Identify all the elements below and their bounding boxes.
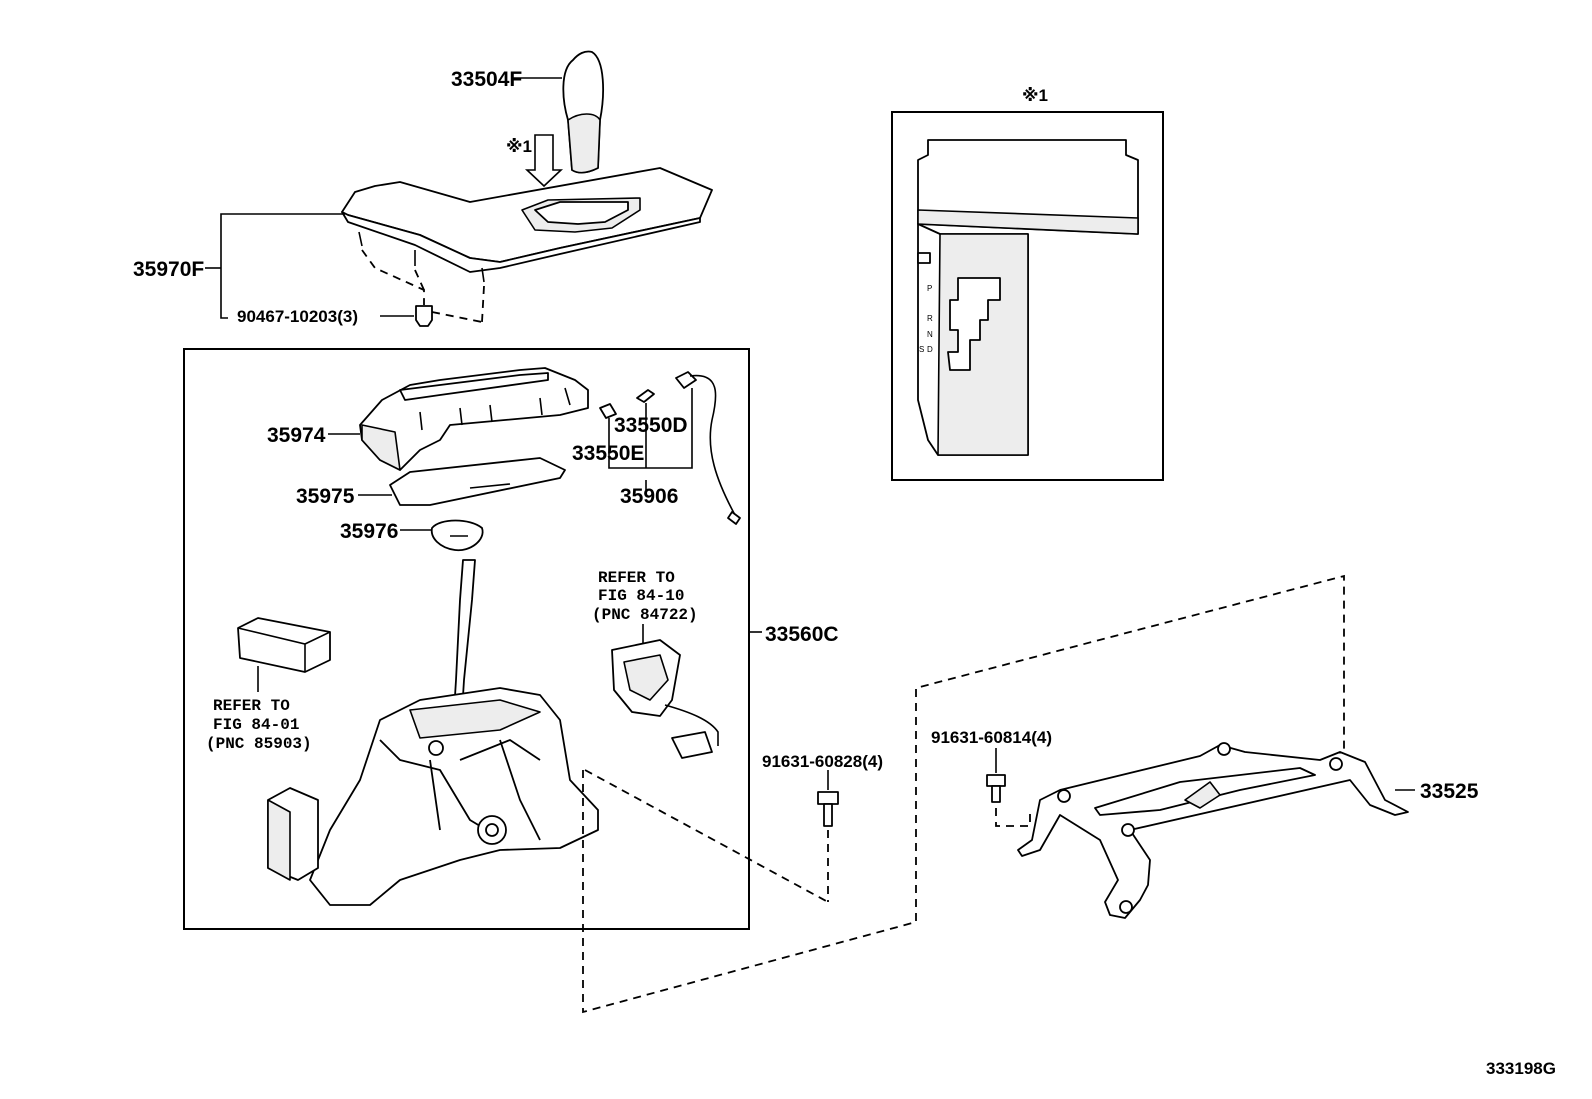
label-35970F: 35970F bbox=[133, 258, 204, 281]
ref-left-line3: (PNC 85903) bbox=[206, 735, 312, 753]
indicator-plate bbox=[389, 457, 566, 506]
detail-title: ※1 bbox=[1022, 86, 1048, 105]
gate-letter-r: R bbox=[927, 314, 933, 323]
view-note-mark: ※1 bbox=[506, 137, 532, 156]
detail-frame bbox=[891, 111, 1164, 481]
console-cover bbox=[341, 167, 713, 283]
label-35906: 35906 bbox=[620, 485, 678, 508]
gate-letter-p: P bbox=[927, 284, 932, 293]
label-33560C: 33560C bbox=[765, 623, 839, 646]
shift-knob bbox=[562, 50, 604, 174]
assembly-frame bbox=[183, 348, 750, 930]
clip-part bbox=[415, 305, 433, 327]
slide-plate bbox=[430, 519, 484, 552]
ref-left-line2: FIG 84-01 bbox=[213, 716, 299, 734]
gate-letter-n: N bbox=[927, 330, 933, 339]
shift-lever-base bbox=[267, 559, 599, 906]
indicator-housing bbox=[359, 367, 589, 471]
wire-harness bbox=[675, 371, 741, 525]
mounting-bracket bbox=[1017, 742, 1409, 919]
bolt-60814 bbox=[986, 774, 1006, 803]
label-33525: 33525 bbox=[1420, 780, 1479, 803]
ref-right-line3: (PNC 84722) bbox=[592, 606, 698, 624]
label-33550D: 33550D bbox=[614, 414, 688, 437]
figure-code: 333198G bbox=[1486, 1059, 1556, 1078]
label-90467-10203: 90467-10203(3) bbox=[237, 307, 358, 326]
label-33504F: 33504F bbox=[451, 68, 522, 91]
label-35974: 35974 bbox=[267, 424, 326, 447]
ref-right-line2: FIG 84-10 bbox=[598, 587, 684, 605]
label-33550E: 33550E bbox=[572, 442, 644, 465]
label-91631-60828: 91631-60828(4) bbox=[762, 752, 883, 771]
shift-lock-solenoid bbox=[611, 639, 719, 759]
label-35976: 35976 bbox=[340, 520, 398, 543]
detail-cover-view: P R N S D bbox=[917, 139, 1139, 456]
socket-part bbox=[599, 403, 617, 419]
bolt-60828 bbox=[817, 791, 839, 827]
ref-left-line1: REFER TO bbox=[213, 697, 290, 715]
control-module bbox=[237, 617, 331, 673]
label-35975: 35975 bbox=[296, 485, 355, 508]
gate-letter-s: S bbox=[919, 345, 924, 354]
ref-right-line1: REFER TO bbox=[598, 569, 675, 587]
gate-letter-d: D bbox=[927, 345, 933, 354]
view-arrow bbox=[524, 134, 564, 188]
label-91631-60814: 91631-60814(4) bbox=[931, 728, 1052, 747]
bulb-part bbox=[636, 389, 655, 403]
